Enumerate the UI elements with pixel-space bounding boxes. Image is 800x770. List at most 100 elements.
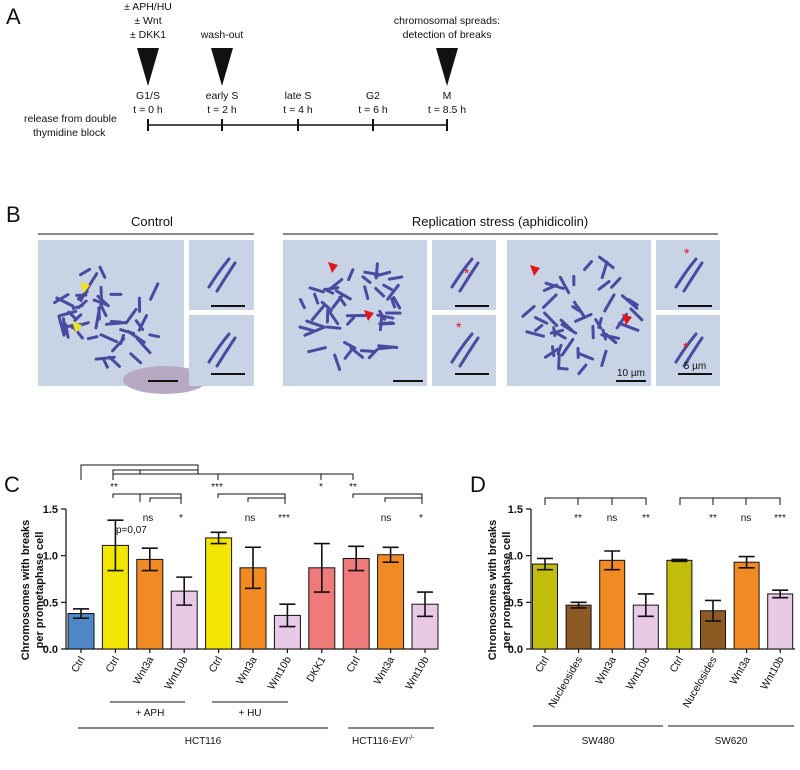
chromosome	[98, 265, 107, 279]
inset-aph-1a	[432, 240, 496, 310]
inset-aph-2a	[656, 240, 720, 310]
chromosome-inset	[458, 261, 480, 293]
d-sig-2: ns	[607, 513, 618, 524]
chromosome	[99, 303, 108, 318]
chromosome	[387, 275, 404, 281]
chromosome	[382, 283, 394, 292]
chromosome	[307, 346, 327, 354]
chromosome	[86, 335, 99, 341]
chromosome	[554, 331, 567, 340]
c-sig-aph-wnt10b: *	[179, 513, 183, 524]
time-g1s: t = 0 h	[133, 104, 163, 116]
micrograph-aph-1	[283, 240, 427, 386]
panel-a: A ± APH/HU ± Wnt ± DKK1 wash-out chromos…	[6, 1, 500, 139]
chromosome	[129, 352, 143, 365]
c-sig-evi-wnt10b: *	[419, 513, 423, 524]
scale-label-large: 10 µm	[617, 368, 645, 379]
d-sig-6: ***	[774, 513, 786, 524]
chromosome	[560, 323, 578, 335]
x-tick-label: Ctrl	[344, 655, 363, 675]
chromosome	[363, 285, 370, 300]
c-brackets	[80, 464, 423, 504]
inset-control-2	[189, 315, 254, 386]
chromosome	[135, 337, 152, 355]
x-tick-label: Ctrl	[103, 655, 122, 675]
micrograph-control	[38, 240, 184, 386]
chromosome	[544, 281, 565, 290]
y-tick-label: 1.0	[508, 551, 523, 563]
chromosome	[600, 333, 620, 340]
d-ylabel-1: Chromosomes with breaks	[487, 520, 499, 661]
bar	[599, 559, 626, 650]
panel-d-label: D	[470, 472, 486, 497]
time-lates: t = 4 h	[283, 104, 313, 116]
chromosome	[600, 260, 609, 280]
bar	[767, 593, 794, 650]
c-ylabel-2: per prometaphase cell	[34, 532, 46, 649]
d-ylabel-2: per prometaphase cell	[501, 532, 513, 649]
inset-aph-1b	[432, 315, 496, 386]
chromosome	[617, 321, 640, 332]
chromosome	[134, 319, 145, 331]
chromosome	[94, 355, 116, 361]
arrowhead-earlys	[211, 48, 233, 86]
panel-d: D Chromosomes with breaks per prometapha…	[470, 472, 795, 747]
d-group-sw620: SW620	[715, 736, 748, 747]
x-tick-label: DKK1	[304, 654, 328, 684]
treatment-2: ± Wnt	[134, 15, 161, 27]
chromosome	[325, 325, 342, 330]
x-tick-label: Nucleosides	[546, 655, 585, 711]
bar	[733, 561, 760, 650]
chromosome	[73, 313, 83, 322]
chromosome	[105, 321, 128, 326]
chromosome	[521, 305, 536, 318]
y-tick-label: 0.0	[508, 644, 523, 656]
y-tick-label: 1.0	[43, 551, 58, 563]
washout-label: wash-out	[200, 29, 244, 41]
chromosome	[149, 282, 160, 301]
release-label-1: release from double	[24, 113, 117, 125]
treatment-1: ± APH/HU	[124, 1, 172, 13]
chromosome	[124, 307, 138, 325]
phase-lates: late S	[285, 90, 312, 102]
spreads-label-1: chromosomal spreads:	[394, 15, 500, 27]
asterisk-break-1: *	[464, 265, 470, 281]
chromosome	[148, 333, 161, 339]
c-group-hct: HCT116	[185, 736, 222, 747]
chromosome	[99, 333, 118, 344]
d-sig-1: **	[574, 513, 582, 524]
c-ylabel-1: Chromosomes with breaks	[20, 520, 32, 661]
chromosome-inset	[458, 336, 480, 368]
bar	[377, 554, 405, 650]
chromosome	[92, 298, 108, 306]
x-tick-label: Wnt3a	[728, 654, 754, 686]
c-sig-evi-wnt3a: ns	[381, 513, 392, 524]
chromosome	[71, 304, 84, 310]
x-tick-label: Wnt10b	[758, 654, 787, 691]
time-m: t = 8.5 h	[428, 104, 466, 116]
chromosome	[374, 270, 392, 278]
bar	[565, 604, 592, 650]
chromosome	[620, 294, 639, 310]
x-tick-label: Ctrl	[667, 655, 686, 675]
marker-break-2	[364, 310, 374, 321]
chromosome	[392, 296, 402, 310]
chromosome	[347, 268, 355, 282]
phase-g2: G2	[366, 90, 380, 102]
chromosome	[53, 293, 70, 304]
chromosome	[543, 311, 559, 328]
chromosome-inset	[674, 332, 698, 364]
chromosome	[558, 275, 571, 295]
c-sig-dkk: *	[319, 482, 323, 493]
bar	[666, 559, 693, 650]
chromosome	[119, 333, 125, 345]
chromosome-inset	[682, 261, 704, 293]
chromosome	[597, 317, 603, 329]
c-group-aph: + APH	[136, 708, 165, 719]
chromosome	[556, 343, 563, 356]
scale-label-small: 5 µm	[684, 361, 706, 372]
chromosome	[390, 297, 397, 309]
chromosome-inset	[207, 332, 231, 364]
